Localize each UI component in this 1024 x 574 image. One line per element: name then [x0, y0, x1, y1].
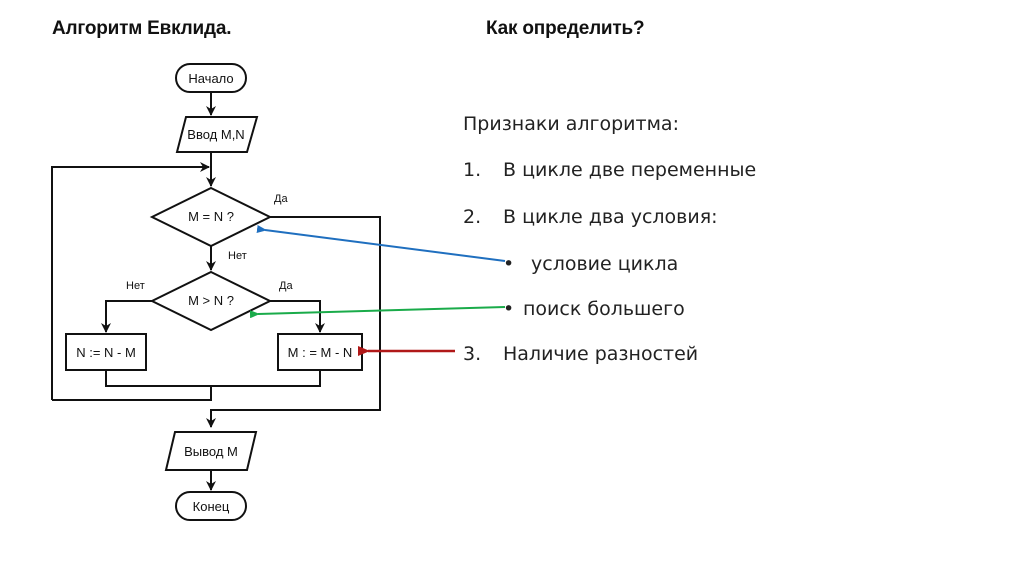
- slide-title-left: Алгоритм Евклида.: [52, 18, 232, 39]
- merge-to-loop-line: [52, 386, 212, 401]
- sign-marker: 1.: [463, 159, 482, 181]
- sign-text: В цикле две переменные: [503, 159, 757, 181]
- output-label: Вывод M: [184, 444, 238, 459]
- condition2-yes-label: Да: [279, 280, 293, 292]
- process-left-box: [65, 333, 147, 371]
- sign-subitem-loop-condition: • условие цикла: [503, 253, 678, 275]
- sign-item-2: 2. В цикле два условия:: [463, 206, 718, 228]
- start-label: Начало: [188, 71, 233, 86]
- slide-title-right: Как определить?: [486, 18, 645, 39]
- condition2-no-label: Нет: [126, 280, 145, 292]
- condition2-label: M > N ?: [188, 293, 234, 308]
- sign-text: поиск большего: [523, 298, 685, 320]
- end-terminal: [175, 491, 247, 521]
- loop-back-line: [51, 162, 210, 400]
- process-left-label: N := N - M: [76, 345, 136, 360]
- merge-line: [105, 370, 321, 387]
- cond2-no-line: [101, 300, 152, 333]
- input-block: [175, 116, 259, 153]
- cond1-yes-line: [206, 216, 381, 428]
- output-block: [164, 431, 258, 471]
- condition1-yes-label: Да: [274, 193, 288, 205]
- sign-item-3: 3. Наличие разностей: [463, 343, 698, 365]
- input-label: Ввод M,N: [187, 127, 244, 142]
- signs-heading: Признаки алгоритма:: [463, 113, 679, 135]
- cond2-yes-line: [270, 300, 325, 333]
- sign-marker: 3.: [463, 343, 482, 365]
- sign-marker: 2.: [463, 206, 482, 228]
- sign-subitem-find-larger: • поиск большего: [503, 298, 685, 320]
- sign-item-1: 1. В цикле две переменные: [463, 159, 756, 181]
- sign-text: условие цикла: [531, 253, 679, 275]
- sign-text: Наличие разностей: [503, 343, 699, 365]
- bullet: •: [503, 253, 515, 275]
- condition1-no-label: Нет: [228, 250, 247, 262]
- process-right-label: M : = M - N: [288, 345, 353, 360]
- annotation-arrow-find-larger: [249, 306, 506, 319]
- sign-text: В цикле два условия:: [503, 206, 718, 228]
- end-label: Конец: [193, 499, 230, 514]
- bullet: •: [503, 298, 515, 320]
- condition2-diamond: [149, 270, 273, 332]
- annotation-arrow-loop-condition: [256, 225, 506, 262]
- condition1-label: M = N ?: [188, 209, 234, 224]
